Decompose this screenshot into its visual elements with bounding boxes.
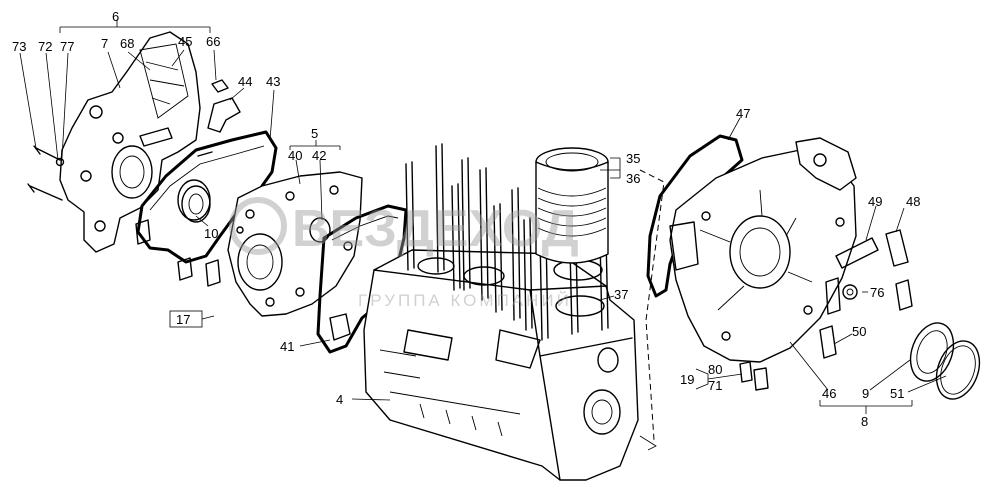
callout-71: 71: [708, 378, 722, 393]
callout-68: 68: [120, 36, 134, 51]
callout-49: 49: [868, 194, 882, 209]
callout-8: 8: [861, 414, 868, 429]
callout-43: 43: [266, 74, 280, 89]
flywheel-housing: [669, 137, 857, 363]
drain-plug: [739, 361, 769, 391]
callout-50: 50: [852, 324, 866, 339]
callout-47: 47: [736, 106, 750, 121]
callout-48: 48: [906, 194, 920, 209]
callout-72: 72: [38, 39, 52, 54]
watermark-logo: ВЕЗДЕХОД: [292, 200, 579, 258]
callout-19: 19: [680, 372, 694, 387]
small-plates: [819, 229, 913, 359]
callout-7: 7: [101, 36, 108, 51]
watermark: ВЕЗДЕХОД ГРУППА КОМПАНИЙ: [229, 197, 579, 310]
leader-lines: [19, 20, 947, 414]
callout-66: 66: [206, 34, 220, 49]
callout-17: 17: [176, 312, 190, 327]
cylinder-liner: [535, 147, 609, 264]
watermark-caption: ГРУППА КОМПАНИЙ: [358, 291, 572, 310]
callout-box-17: [169, 310, 203, 328]
callout-36: 36: [626, 171, 640, 186]
timing-cover: [59, 31, 201, 253]
callout-41: 41: [280, 339, 294, 354]
callout-4: 4: [336, 392, 343, 407]
callout-76: 76: [870, 285, 884, 300]
oil-seal: [177, 179, 211, 221]
callout-6: 6: [112, 9, 119, 24]
callout-40: 40: [288, 148, 302, 163]
front-plate: [227, 171, 363, 317]
cover-bolts: [27, 145, 65, 201]
callout-9: 9: [862, 386, 869, 401]
callout-73: 73: [12, 39, 26, 54]
callout-77: 77: [60, 39, 74, 54]
callout-10: 10: [204, 226, 218, 241]
callout-37: 37: [614, 287, 628, 302]
cover-tabs: [135, 219, 221, 287]
callout-42: 42: [312, 148, 326, 163]
watermark-logo-icon: [229, 197, 287, 255]
callout-45: 45: [178, 34, 192, 49]
callout-46: 46: [822, 386, 836, 401]
callout-5: 5: [311, 126, 318, 141]
assembly-lines: [639, 169, 665, 451]
callout-80: 80: [708, 362, 722, 377]
rear-seals: [909, 322, 981, 400]
callout-51: 51: [890, 386, 904, 401]
callout-labels: 6 73 72 77 7 68 45 66 44 43 5 40 42 10 1…: [12, 9, 920, 429]
callout-44: 44: [238, 74, 252, 89]
callout-35: 35: [626, 151, 640, 166]
